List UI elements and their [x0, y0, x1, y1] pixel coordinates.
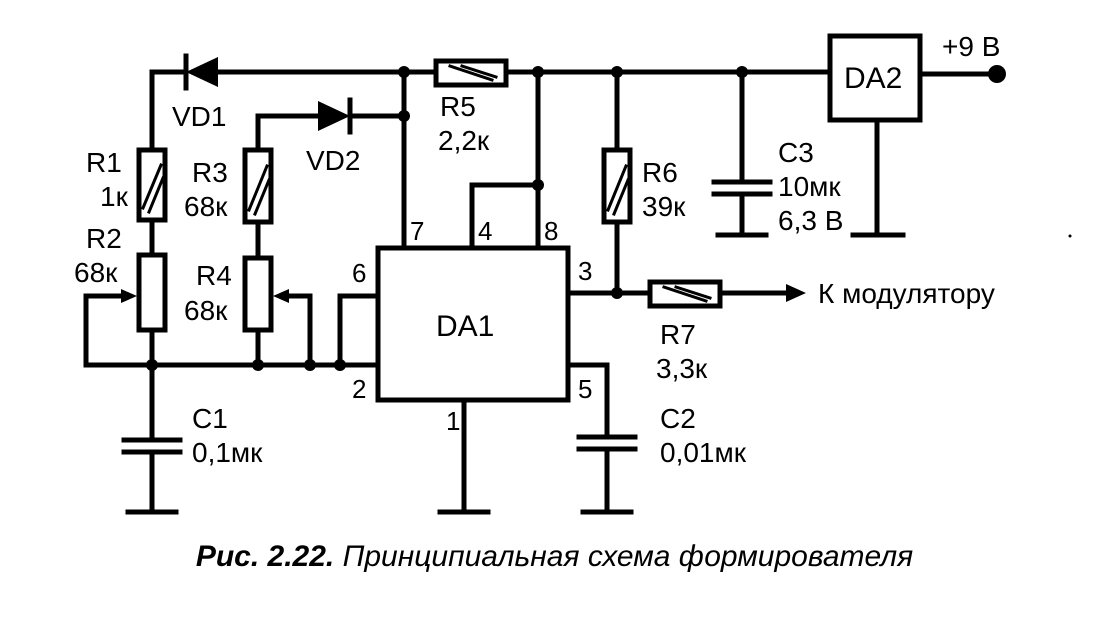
c3-ref-label: C3 [778, 137, 814, 168]
r5-ref-label: R5 [440, 91, 476, 122]
r4-value-label: 68к [184, 295, 228, 326]
r1-ref-label: R1 [86, 147, 122, 178]
capacitor-c2 [576, 434, 638, 452]
capacitor-c1 [121, 437, 183, 455]
c3-value-label: 10мк [778, 171, 841, 202]
potentiometer-r2 [121, 252, 168, 333]
wires [83, 69, 998, 515]
ic-da2-body [827, 33, 923, 123]
c2-ref-label: C2 [660, 403, 696, 434]
resistor-r1 [136, 147, 168, 223]
r3-value-label: 68к [184, 191, 228, 222]
diode-vd2 [318, 97, 353, 135]
margin-speck [1068, 234, 1072, 238]
da2-label: DA2 [844, 62, 902, 95]
r5-value-label: 2,2к [438, 125, 490, 156]
supply-label: +9 В [942, 31, 1000, 62]
pin-8-label: 8 [544, 216, 558, 246]
c1-ref-label: C1 [192, 403, 228, 434]
supply-terminal [988, 65, 1006, 83]
junction-dots [146, 66, 748, 371]
r1-value-label: 1к [100, 181, 129, 212]
pin-5-label: 5 [578, 374, 592, 404]
pin-3-label: 3 [578, 256, 592, 286]
pin-1-label: 1 [446, 406, 460, 436]
capacitor-c3 [711, 179, 773, 197]
potentiometer-r4 [242, 255, 289, 333]
vd2-label: VD2 [306, 145, 360, 176]
resistor-r3 [242, 147, 274, 225]
r6-value-label: 39к [642, 191, 686, 222]
r2-ref-label: R2 [86, 223, 122, 254]
pin-7-label: 7 [410, 216, 424, 246]
resistor-r5 [433, 58, 509, 88]
output-arrow-icon [786, 284, 806, 302]
output-label: К модулятору [818, 278, 995, 309]
vd1-label: VD1 [172, 101, 226, 132]
pin-2-label: 2 [352, 374, 366, 404]
r7-ref-label: R7 [660, 319, 696, 350]
ic-da1-body [375, 245, 571, 403]
da1-label: DA1 [436, 310, 494, 343]
resistor-r6 [601, 147, 633, 225]
figure-caption: Рис. 2.22. Принципиальная схема формиров… [0, 540, 1109, 574]
resistor-r7 [647, 279, 723, 309]
r7-value-label: 3,3к [656, 353, 708, 384]
pin-6-label: 6 [352, 258, 366, 288]
r6-ref-label: R6 [642, 157, 678, 188]
r2-value-label: 68к [74, 257, 118, 288]
c1-value-label: 0,1мк [192, 437, 263, 468]
figure-title: Принципиальная схема формирователя [342, 540, 914, 573]
diode-vd1 [183, 53, 218, 91]
c2-value-label: 0,01мк [660, 437, 747, 468]
figure-number: Рис. 2.22. [195, 540, 335, 573]
pin-4-label: 4 [478, 216, 492, 246]
r4-ref-label: R4 [196, 260, 232, 291]
c3-voltage-label: 6,3 В [778, 205, 843, 236]
r3-ref-label: R3 [192, 157, 228, 188]
